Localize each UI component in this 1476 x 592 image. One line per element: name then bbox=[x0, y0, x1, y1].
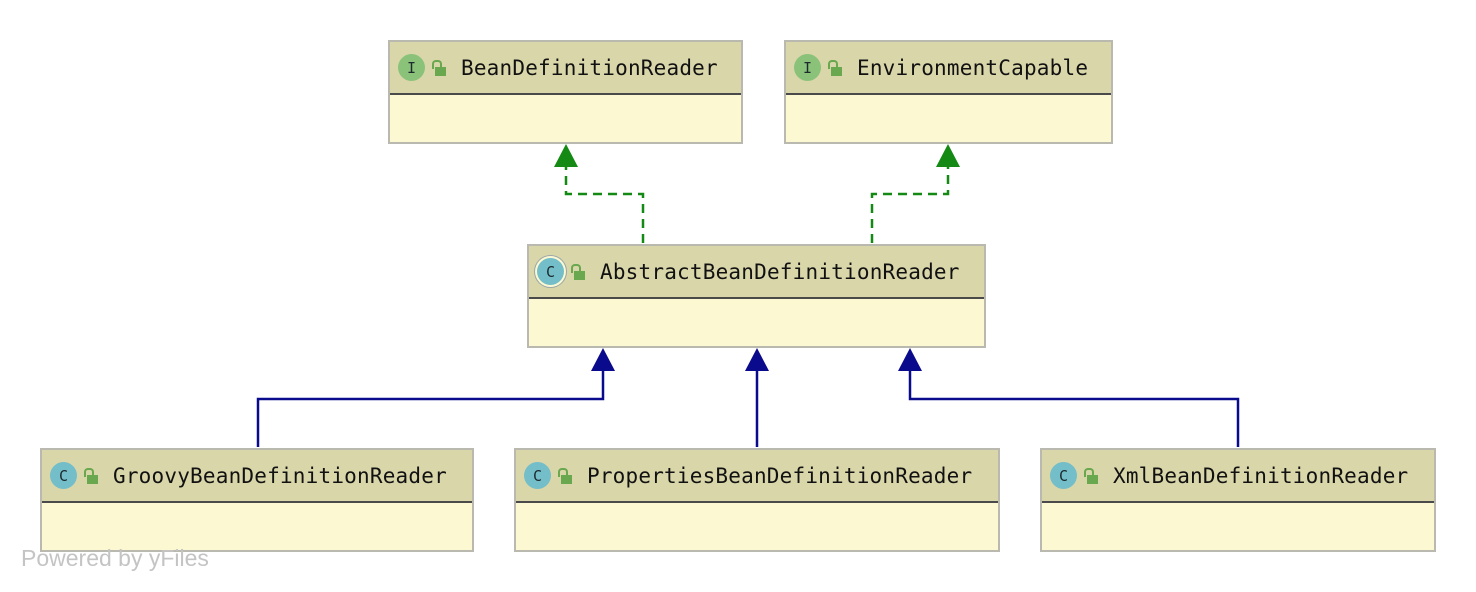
node-abstract-bean-definition-reader[interactable]: C AbstractBeanDefinitionReader bbox=[527, 244, 986, 348]
edge-implements-bean-definition-reader bbox=[564, 166, 645, 243]
interface-icon: I bbox=[398, 54, 425, 81]
node-title: XmlBeanDefinitionReader bbox=[1113, 463, 1409, 488]
node-properties-bean-definition-reader[interactable]: C PropertiesBeanDefinitionReader bbox=[514, 448, 1000, 552]
node-title: EnvironmentCapable bbox=[857, 55, 1089, 80]
public-lock-icon bbox=[570, 263, 586, 280]
yfiles-watermark: Powered by yFiles bbox=[21, 545, 209, 571]
public-lock-icon bbox=[83, 467, 99, 484]
node-xml-bean-definition-reader[interactable]: C XmlBeanDefinitionReader bbox=[1040, 448, 1436, 552]
node-header: I EnvironmentCapable bbox=[786, 42, 1111, 95]
node-title: AbstractBeanDefinitionReader bbox=[600, 259, 960, 284]
arrowhead-extends-groovy bbox=[591, 348, 615, 371]
public-lock-icon bbox=[827, 59, 843, 76]
node-header: C AbstractBeanDefinitionReader bbox=[529, 246, 984, 299]
arrowhead-implements-bean-definition-reader bbox=[554, 144, 578, 167]
node-header: C GroovyBeanDefinitionReader bbox=[42, 450, 472, 503]
node-environment-capable[interactable]: I EnvironmentCapable bbox=[784, 40, 1113, 144]
node-body bbox=[390, 95, 741, 141]
public-lock-icon bbox=[1083, 467, 1099, 484]
interface-icon: I bbox=[794, 54, 821, 81]
class-icon: C bbox=[50, 462, 77, 489]
arrowhead-extends-xml bbox=[898, 348, 922, 371]
node-title: BeanDefinitionReader bbox=[461, 55, 718, 80]
abstract-class-icon: C bbox=[537, 258, 564, 285]
edge-extends-groovy bbox=[256, 370, 605, 447]
edge-implements-environment-capable bbox=[870, 166, 950, 243]
class-icon: C bbox=[524, 462, 551, 489]
class-icon: C bbox=[1050, 462, 1077, 489]
arrowhead-extends-properties bbox=[745, 348, 769, 371]
node-body bbox=[516, 503, 998, 549]
node-header: C XmlBeanDefinitionReader bbox=[1042, 450, 1434, 503]
node-body bbox=[42, 503, 472, 549]
node-groovy-bean-definition-reader[interactable]: C GroovyBeanDefinitionReader bbox=[40, 448, 474, 552]
node-body bbox=[786, 95, 1111, 141]
node-body bbox=[529, 299, 984, 345]
node-bean-definition-reader[interactable]: I BeanDefinitionReader bbox=[388, 40, 743, 144]
node-title: GroovyBeanDefinitionReader bbox=[113, 463, 447, 488]
node-body bbox=[1042, 503, 1434, 549]
public-lock-icon bbox=[431, 59, 447, 76]
edge-extends-xml bbox=[908, 370, 1240, 447]
node-title: PropertiesBeanDefinitionReader bbox=[587, 463, 973, 488]
arrowhead-implements-environment-capable bbox=[936, 144, 960, 167]
node-header: I BeanDefinitionReader bbox=[390, 42, 741, 95]
public-lock-icon bbox=[557, 467, 573, 484]
node-header: C PropertiesBeanDefinitionReader bbox=[516, 450, 998, 503]
